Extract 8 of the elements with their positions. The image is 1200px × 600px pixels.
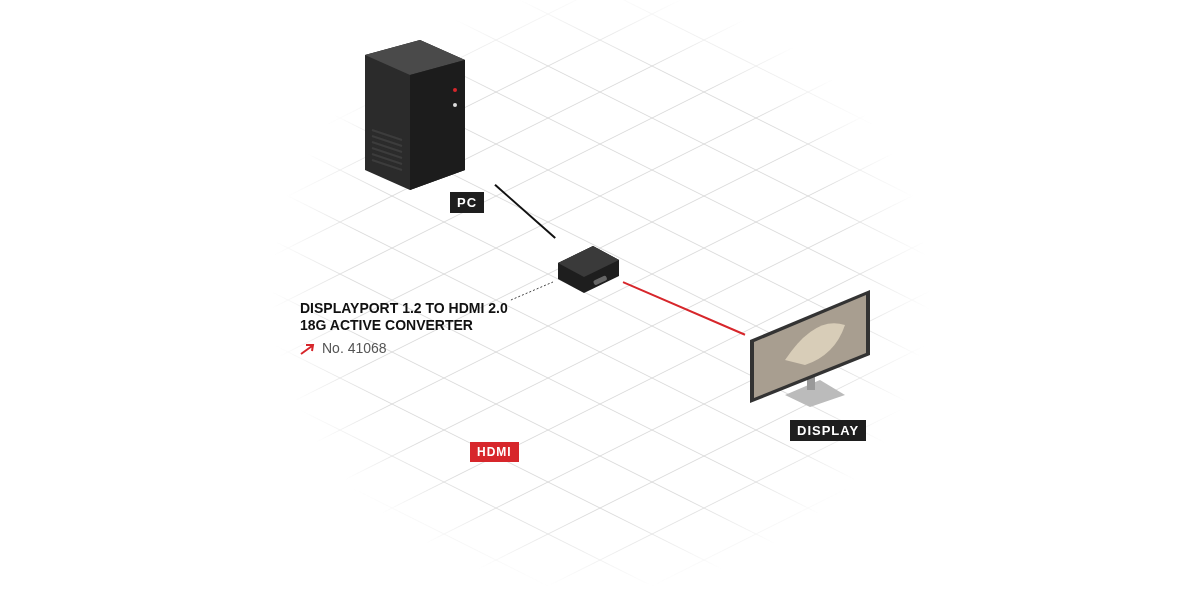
cable <box>494 183 557 239</box>
device-tag: PC <box>450 192 485 213</box>
cable <box>622 281 746 336</box>
legend-tag: HDMI <box>470 442 519 462</box>
leader-line <box>510 281 554 301</box>
part-number: No. 41068 <box>322 340 387 356</box>
device-tag: DISPLAY <box>790 420 867 441</box>
product-title: DISPLAYPORT 1.2 TO HDMI 2.0 18G ACTIVE CONVERTER <box>300 300 509 334</box>
